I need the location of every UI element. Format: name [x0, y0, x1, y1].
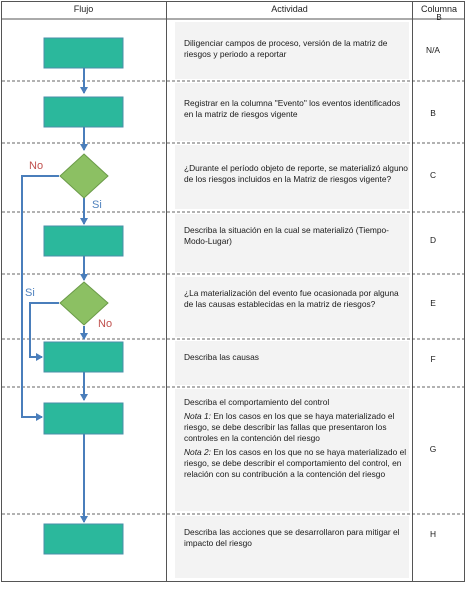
column-code: H	[429, 529, 437, 539]
process-box-h	[43, 523, 124, 555]
note2-text: En los casos en los que no se haya mater…	[184, 447, 407, 479]
header-columna-b: B	[436, 13, 442, 22]
column-code: G	[429, 444, 437, 454]
activity-text: Registrar en la columna "Evento" los eve…	[184, 98, 401, 119]
decision-diamond-c	[59, 153, 109, 199]
activity-g-main: Describa el comportamiento del control	[184, 397, 330, 407]
header-actividad: Actividad	[271, 4, 308, 14]
column-code: C	[429, 170, 437, 180]
header-flujo: Flujo	[73, 4, 94, 14]
column-code: E	[430, 298, 436, 308]
process-box-d	[43, 225, 124, 257]
activity-text: ¿La materialización del evento fue ocasi…	[184, 288, 399, 309]
activity-g-note2: Nota 2: En los casos en los que no se ha…	[184, 447, 410, 480]
note1-label: Nota 1:	[184, 411, 212, 421]
activity-text: Describa las acciones que se desarrollar…	[184, 527, 400, 548]
column-code: F	[430, 354, 436, 364]
header-columna: Columna	[420, 4, 458, 14]
decision1-no-label: No	[29, 160, 44, 172]
activity-text: Diligenciar campos de proceso, versión d…	[184, 38, 388, 59]
decision2-si-label: Si	[25, 287, 35, 299]
column-code: B	[430, 108, 436, 118]
activity-text: Describa la situación en la cual se mate…	[184, 225, 389, 246]
activity-g-note1: Nota 1: En los casos en los que se haya …	[184, 411, 410, 444]
process-boxes	[43, 37, 124, 555]
decision2-no-label: No	[98, 318, 113, 330]
process-box-b	[43, 96, 124, 128]
note2-label: Nota 2:	[184, 447, 212, 457]
column-code: N/A	[426, 45, 440, 55]
connectors	[21, 68, 88, 523]
table-border	[1, 1, 465, 582]
activity-text-g: Describa el comportamiento del control N…	[184, 397, 410, 480]
activity-text: ¿Durante el período objeto de reporte, s…	[184, 163, 408, 184]
note1-text: En los casos en los que se haya material…	[184, 411, 395, 443]
decision1-si-label: Si	[92, 199, 102, 211]
activity-panels	[175, 22, 409, 578]
column-code: D	[429, 235, 437, 245]
process-box-g	[43, 402, 124, 435]
process-box-a	[43, 37, 124, 69]
decision-diamond-e	[59, 281, 109, 326]
row-separators	[2, 80, 464, 515]
decision-diamonds	[59, 153, 109, 326]
process-box-f	[43, 341, 124, 373]
activity-text: Describa las causas	[184, 352, 259, 362]
